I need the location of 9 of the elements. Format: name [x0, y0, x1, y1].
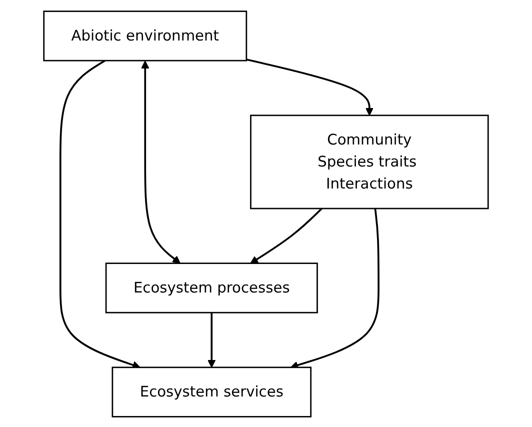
arrow — [208, 312, 216, 368]
node-box: Community Species traits Interactions — [250, 114, 489, 209]
arrow — [250, 207, 322, 264]
node-box: Ecosystem processes — [105, 262, 318, 313]
node-box: Abiotic environment — [43, 10, 248, 61]
arrow — [59, 59, 140, 368]
node-box: Ecosystem services — [112, 366, 312, 417]
arrow — [246, 58, 374, 116]
arrow — [141, 60, 180, 264]
